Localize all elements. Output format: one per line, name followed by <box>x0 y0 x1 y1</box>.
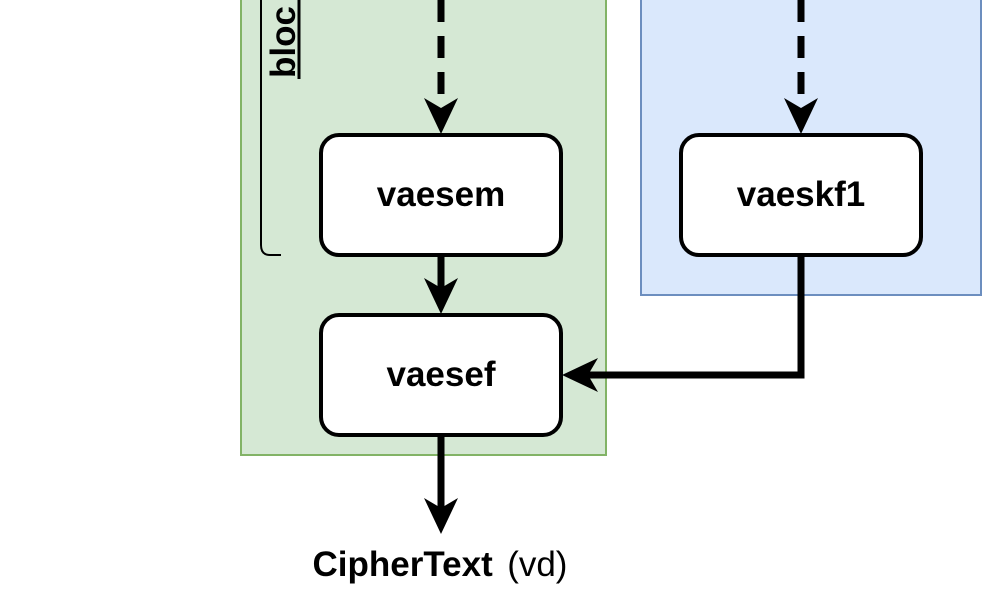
output-label-normal: (vd) <box>507 545 567 584</box>
dashed-arrow-head-right <box>784 98 818 134</box>
output-label-bold: CipherText <box>313 545 494 584</box>
arrow-vaesef-to-output-head <box>424 498 458 534</box>
vaesef-label: vaesef <box>387 355 496 394</box>
bracket-line <box>260 0 281 256</box>
output-label: CipherText (vd) <box>313 545 568 584</box>
arrow-vaeskf1-to-vaesef-line <box>588 255 805 379</box>
vaesem-label: vaesem <box>377 175 505 214</box>
arrow-vaesem-to-vaesef-head <box>424 278 458 314</box>
bracket-label: bloc <box>264 6 303 78</box>
vaeskf1-label: vaeskf1 <box>737 175 865 214</box>
dashed-arrow-head-left <box>424 98 458 134</box>
arrow-vaeskf1-to-vaesef-head <box>562 358 598 392</box>
